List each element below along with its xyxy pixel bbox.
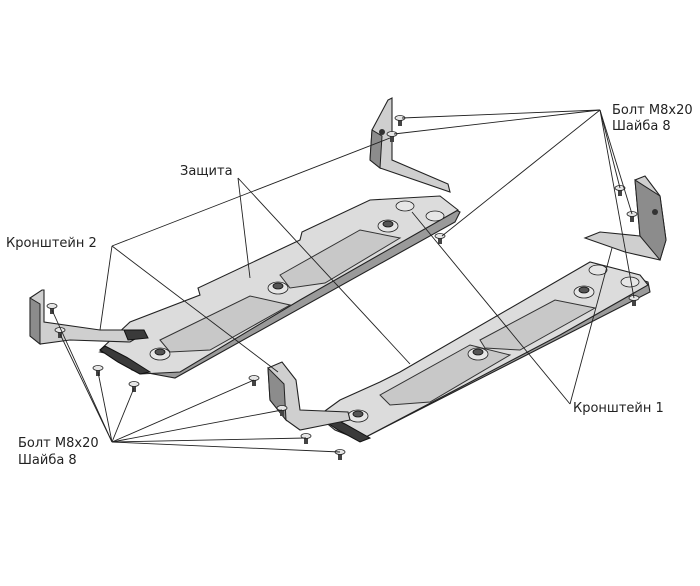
label-guard: Защита xyxy=(180,164,233,179)
right-guard-plate xyxy=(316,261,651,443)
label-washer-bottom-left: Шайба 8 xyxy=(18,453,77,468)
left-plate-recess-rear xyxy=(279,229,402,289)
label-bolt-top-right: Болт М8х20 xyxy=(612,103,693,118)
bracket-2-rear-top xyxy=(369,97,451,193)
label-bolt-bottom-left: Болт М8х20 xyxy=(18,436,99,451)
left-guard-plate xyxy=(98,195,461,379)
bracket-2-front xyxy=(29,289,149,346)
label-bracket-1: Кронштейн 1 xyxy=(573,401,664,416)
right-plate-recess-rear xyxy=(479,299,597,351)
bracket-1-rear xyxy=(583,175,667,262)
bracket-1-front xyxy=(267,361,351,431)
left-plate-recess-front xyxy=(159,295,292,353)
leader-lines xyxy=(51,109,635,453)
label-washer-top-right: Шайба 8 xyxy=(612,119,671,134)
label-bracket-2: Кронштейн 2 xyxy=(6,236,97,251)
